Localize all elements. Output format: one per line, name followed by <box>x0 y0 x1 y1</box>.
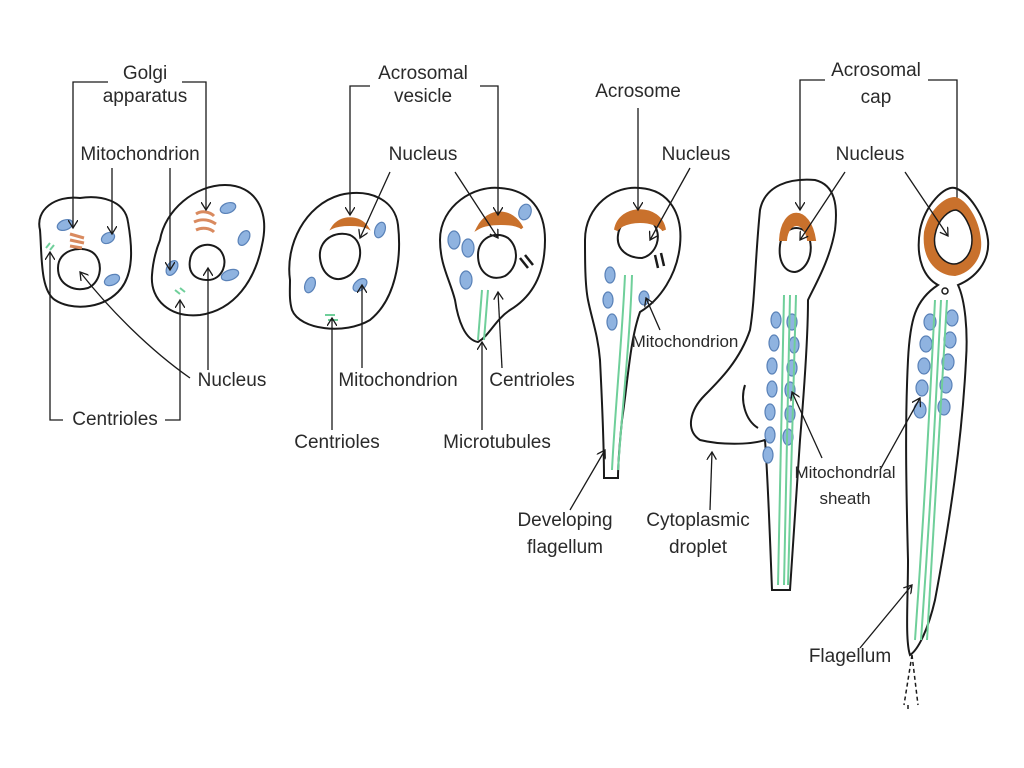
golgi-label-line1: Golgi <box>122 63 168 84</box>
cell-3-mitochondria <box>303 221 387 294</box>
cell-7-leader-lines <box>859 171 948 649</box>
cell-5-developing-flagellum <box>611 274 633 471</box>
cell-6-acrosome <box>778 212 817 241</box>
mitochondrial-sheath-label-line1: Mitochondrial <box>794 463 896 482</box>
centrioles-label-1: Centrioles <box>72 409 158 430</box>
cell-7 <box>905 186 990 657</box>
cell-5-mitochondria <box>602 266 650 331</box>
cell-4-microtubules <box>477 289 489 341</box>
acrosome-label: Acrosome <box>595 81 681 102</box>
cell-7-flagellum <box>914 299 948 641</box>
cell-4-dark-bodies <box>519 254 534 269</box>
nucleus-label-3: Nucleus <box>661 144 731 165</box>
mitochondrion-label-2: Mitochondrion <box>338 370 458 391</box>
mitochondrial-sheath-label-line2: sheath <box>819 489 871 508</box>
cell-7-tail-end <box>903 654 919 712</box>
cytoplasmic-droplet-label-line2: droplet <box>668 537 728 558</box>
cell-4-acrosomal-vesicle <box>474 211 524 232</box>
flagellum-label: Flagellum <box>808 646 892 667</box>
cell-1-golgi <box>69 232 85 250</box>
cell-6 <box>690 178 837 591</box>
cell-7-nucleus <box>933 209 973 265</box>
acrosomal-vesicle-label-line1: Acrosomal <box>378 63 468 84</box>
acrosomal-cap-label-line2: cap <box>860 87 892 108</box>
golgi-label-line2: apparatus <box>102 86 188 107</box>
cell-6-flagellum <box>777 294 797 586</box>
centrioles-label-3: Centrioles <box>489 370 575 391</box>
cell-5-leader-lines <box>569 108 691 511</box>
cell-5-acrosome <box>614 209 666 232</box>
cell-1-mitochondria <box>56 218 121 287</box>
cell-6-leader-lines <box>710 79 957 511</box>
cell-7-centriole <box>941 287 949 295</box>
nucleus-label-2: Nucleus <box>388 144 458 165</box>
mitochondrion-label-3: Mitochondrion <box>631 332 739 351</box>
developing-flagellum-label-line2: flagellum <box>526 537 604 558</box>
developing-flagellum-label-line1: Developing <box>517 510 613 531</box>
nucleus-label-4: Nucleus <box>835 144 905 165</box>
cell-3-4-leader-lines <box>332 85 502 430</box>
nucleus-label-1: Nucleus <box>197 370 267 391</box>
mitochondrion-label-1: Mitochondrion <box>80 144 200 165</box>
cell-1-2-leader-lines <box>50 81 208 421</box>
cell-3-acrosomal-vesicle <box>329 217 371 231</box>
cell-5-dark-bodies <box>653 252 666 269</box>
cell-4 <box>438 186 547 344</box>
cell-2 <box>150 183 266 317</box>
microtubules-label: Microtubules <box>443 432 551 453</box>
cell-2-golgi <box>193 210 217 234</box>
centrioles-label-2: Centrioles <box>294 432 380 453</box>
cell-1 <box>38 196 133 308</box>
cell-4-mitochondria <box>447 203 532 290</box>
cytoplasmic-droplet-label-line1: Cytoplasmic <box>646 510 750 531</box>
cell-7-mitochondria <box>913 309 959 419</box>
cell-2-centrioles <box>174 287 186 295</box>
cell-1-centrioles <box>45 242 55 251</box>
cell-3 <box>288 192 401 330</box>
acrosomal-vesicle-label-line2: vesicle <box>393 86 453 107</box>
acrosomal-cap-label-line1: Acrosomal <box>831 60 921 81</box>
